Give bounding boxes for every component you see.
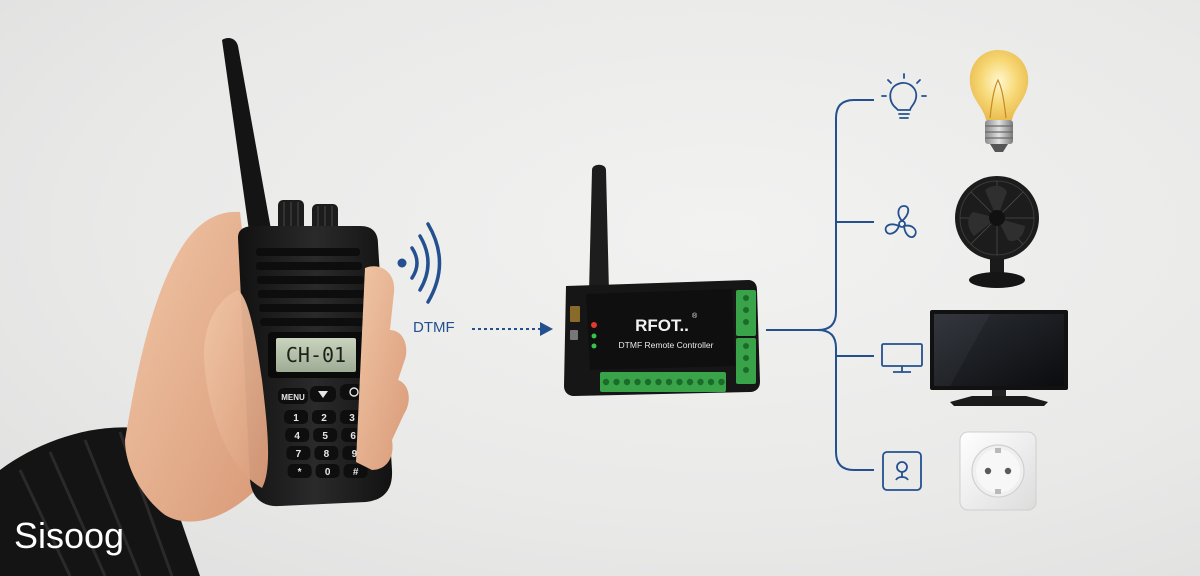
wireless-signal — [397, 222, 442, 304]
key-menu-label: MENU — [281, 393, 305, 402]
controller-antenna — [589, 164, 609, 292]
sleeve-ribs — [18, 431, 174, 576]
keypad-key-label: 0 — [325, 467, 331, 478]
keypad-key-label: 3 — [349, 413, 355, 424]
tv — [930, 310, 1068, 406]
radio-antenna — [222, 38, 272, 238]
right-terminal-blocks — [736, 290, 756, 384]
terminal-screw — [634, 378, 641, 386]
radio-lcd-text: CH-01 — [286, 343, 346, 367]
terminal-screw — [644, 378, 652, 386]
terminal-screw — [718, 378, 725, 386]
keypad-key[interactable] — [284, 410, 308, 424]
keypad-key-label: # — [353, 467, 359, 478]
handheld-radio: CH-01 MENU 1 2 3 4 5 6 7 8 9 * 0 # — [0, 38, 409, 576]
controller-cover — [586, 289, 735, 370]
led-green-2 — [591, 343, 597, 349]
terminal-screw — [623, 378, 631, 386]
desk-fan — [955, 176, 1039, 288]
keypad-key-label: 5 — [322, 431, 328, 442]
keypad-key-label: 1 — [293, 413, 299, 424]
keypad-key[interactable] — [285, 428, 310, 442]
controller-registered-mark: ® — [692, 312, 698, 320]
keypad-key[interactable] — [287, 464, 312, 478]
radio-lcd — [276, 338, 356, 372]
keypad-digits: 1 2 3 4 5 6 7 8 9 * 0 # — [284, 410, 368, 478]
terminal-screws — [602, 378, 725, 386]
signal-source-dot — [397, 258, 407, 268]
led-green-1 — [591, 333, 597, 339]
dtmf-label: DTMF — [413, 319, 455, 336]
terminal-screw — [655, 378, 662, 386]
trunk-line — [766, 99, 874, 331]
keypad-key-label: 2 — [321, 413, 327, 424]
watermark-logo: Sisoog — [14, 515, 124, 556]
terminal-screw — [602, 378, 610, 386]
keypad-key[interactable] — [314, 446, 339, 460]
fan-icon — [884, 205, 917, 239]
socket-icon — [882, 451, 922, 491]
down-arrow-icon — [318, 391, 328, 398]
controller-brand: RFOT.. — [635, 316, 689, 335]
dtmf-controller: RFOT.. ® DTMF Remote Controller — [564, 164, 760, 396]
keypad-key-label: 9 — [352, 449, 358, 460]
dtmf-arrow-head — [540, 322, 553, 336]
distribution-tree — [766, 99, 874, 471]
keypad-key-label: 8 — [324, 449, 330, 460]
keypad-key-label: 4 — [294, 431, 300, 442]
keypad-key[interactable] — [286, 446, 311, 460]
keypad-key[interactable] — [315, 464, 340, 478]
light-bulb — [969, 50, 1029, 152]
terminal-screw — [697, 378, 704, 386]
terminal-screw — [676, 378, 683, 386]
power-icon — [349, 387, 359, 397]
led-red — [591, 322, 597, 328]
keypad-key[interactable] — [312, 410, 336, 424]
terminal-screw — [686, 378, 694, 386]
keypad-key[interactable] — [313, 428, 338, 442]
terminal-screw — [707, 378, 715, 386]
branch-lower — [817, 329, 874, 471]
bottom-terminal-block — [600, 372, 726, 392]
keypad-key[interactable] — [343, 464, 368, 478]
hand-thumb — [204, 290, 269, 488]
keypad-key-label: * — [298, 467, 302, 478]
monitor-icon — [881, 343, 923, 373]
terminal-screw — [665, 378, 673, 386]
hand-fingers — [356, 266, 409, 470]
bulb-icon — [881, 73, 927, 119]
keypad-key-label: 7 — [296, 449, 302, 460]
speaker-grille — [256, 248, 370, 326]
terminal-screw — [613, 378, 620, 386]
wall-socket — [959, 431, 1037, 511]
keypad-key-label: 6 — [350, 431, 356, 442]
key-menu[interactable] — [278, 388, 308, 404]
controller-subtitle: DTMF Remote Controller — [619, 340, 714, 350]
